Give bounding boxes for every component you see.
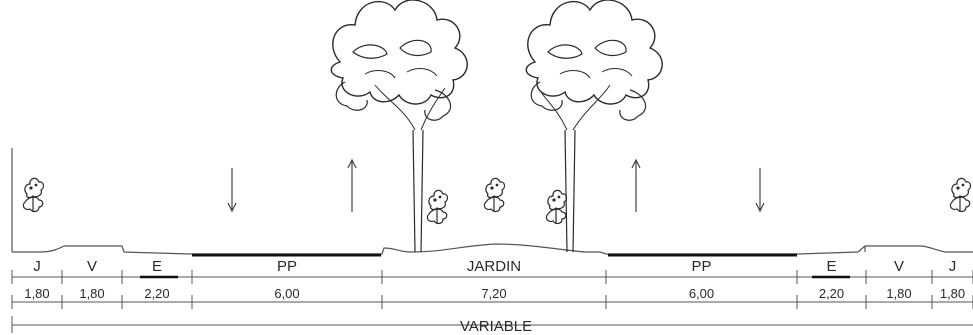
traffic-arrow-up: [631, 158, 641, 212]
segment-width-label: 6,00: [274, 286, 299, 301]
shrub-jardin-3: [545, 189, 568, 225]
traffic-arrows: [227, 158, 765, 213]
traffic-arrow-down: [227, 168, 237, 213]
overall-dimension: [11, 316, 973, 333]
segment-code-label: PP: [691, 258, 711, 275]
dimension-chain: 1,80 1,80 2,20 6,00 7,20 6,00 2,20 1,80 1,80: [11, 286, 973, 309]
segment-width-label: 2,20: [144, 286, 169, 301]
segment-code-label: PP: [277, 258, 297, 275]
overall-label: VARIABLE: [460, 318, 532, 335]
shrub-jardin-1: [426, 189, 449, 225]
shrub-left-edge: [22, 177, 45, 213]
segment-width-label: 2,20: [819, 286, 844, 301]
segment-width-label: 7,20: [481, 286, 506, 301]
segment-code-label: V: [894, 258, 904, 275]
traffic-arrow-up: [347, 158, 357, 212]
ground-profile: [11, 148, 973, 255]
segment-width-label: 1,80: [940, 286, 965, 301]
traffic-arrow-down: [755, 168, 765, 213]
tree-right: [525, 0, 663, 253]
segment-width-label: 1,80: [79, 286, 104, 301]
shrub-jardin-2: [483, 177, 506, 213]
tree-left: [330, 0, 468, 253]
segment-code-label: J: [949, 258, 957, 275]
segment-code-label: J: [33, 258, 41, 275]
segment-code-label: E: [826, 258, 836, 275]
segment-code-label: V: [87, 258, 97, 275]
segment-width-label: 1,80: [886, 286, 911, 301]
segment-code-label: JARDIN: [467, 258, 521, 275]
segment-code-label: E: [152, 258, 162, 275]
segment-width-label: 1,80: [24, 286, 49, 301]
shrub-right-edge: [949, 177, 972, 213]
segment-width-label: 6,00: [689, 286, 714, 301]
segment-labels: J V E PP JARDIN PP E V J: [11, 258, 973, 284]
